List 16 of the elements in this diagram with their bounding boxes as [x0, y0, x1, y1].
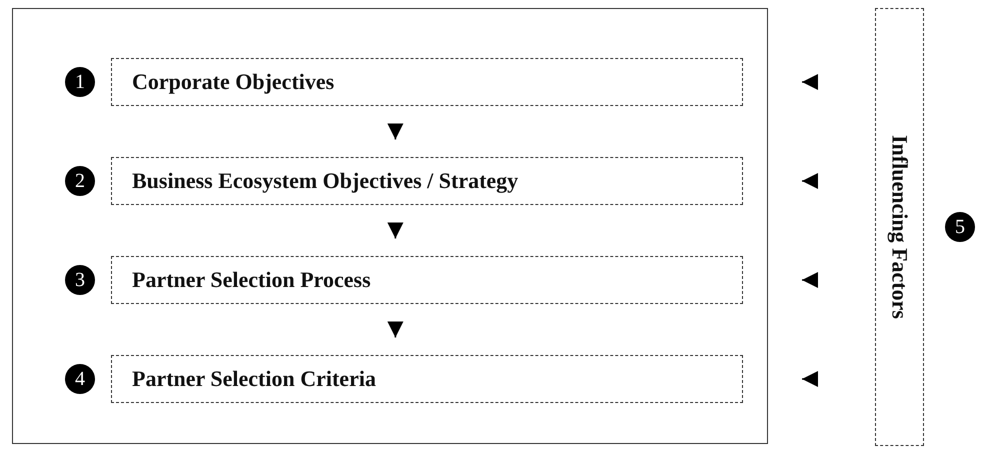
dashed-process-box: [111, 157, 743, 205]
outer-frame: [12, 8, 768, 444]
box-label: Corporate Objectives: [132, 69, 334, 95]
box-label: Business Ecosystem Objectives / Strategy: [132, 168, 518, 194]
step-number: 5: [945, 212, 975, 242]
step-number: 3: [65, 265, 95, 295]
dashed-side-panel: [875, 8, 924, 446]
box-label: Partner Selection Criteria: [132, 366, 376, 392]
step-number: 1: [65, 67, 95, 97]
dashed-process-box: [111, 355, 743, 403]
box-label: Partner Selection Process: [132, 267, 371, 293]
dashed-process-box: [111, 58, 743, 106]
step-number: 2: [65, 166, 95, 196]
dashed-process-box: [111, 256, 743, 304]
step-number: 4: [65, 364, 95, 394]
vertical-label: Influencing Factors: [886, 135, 912, 319]
